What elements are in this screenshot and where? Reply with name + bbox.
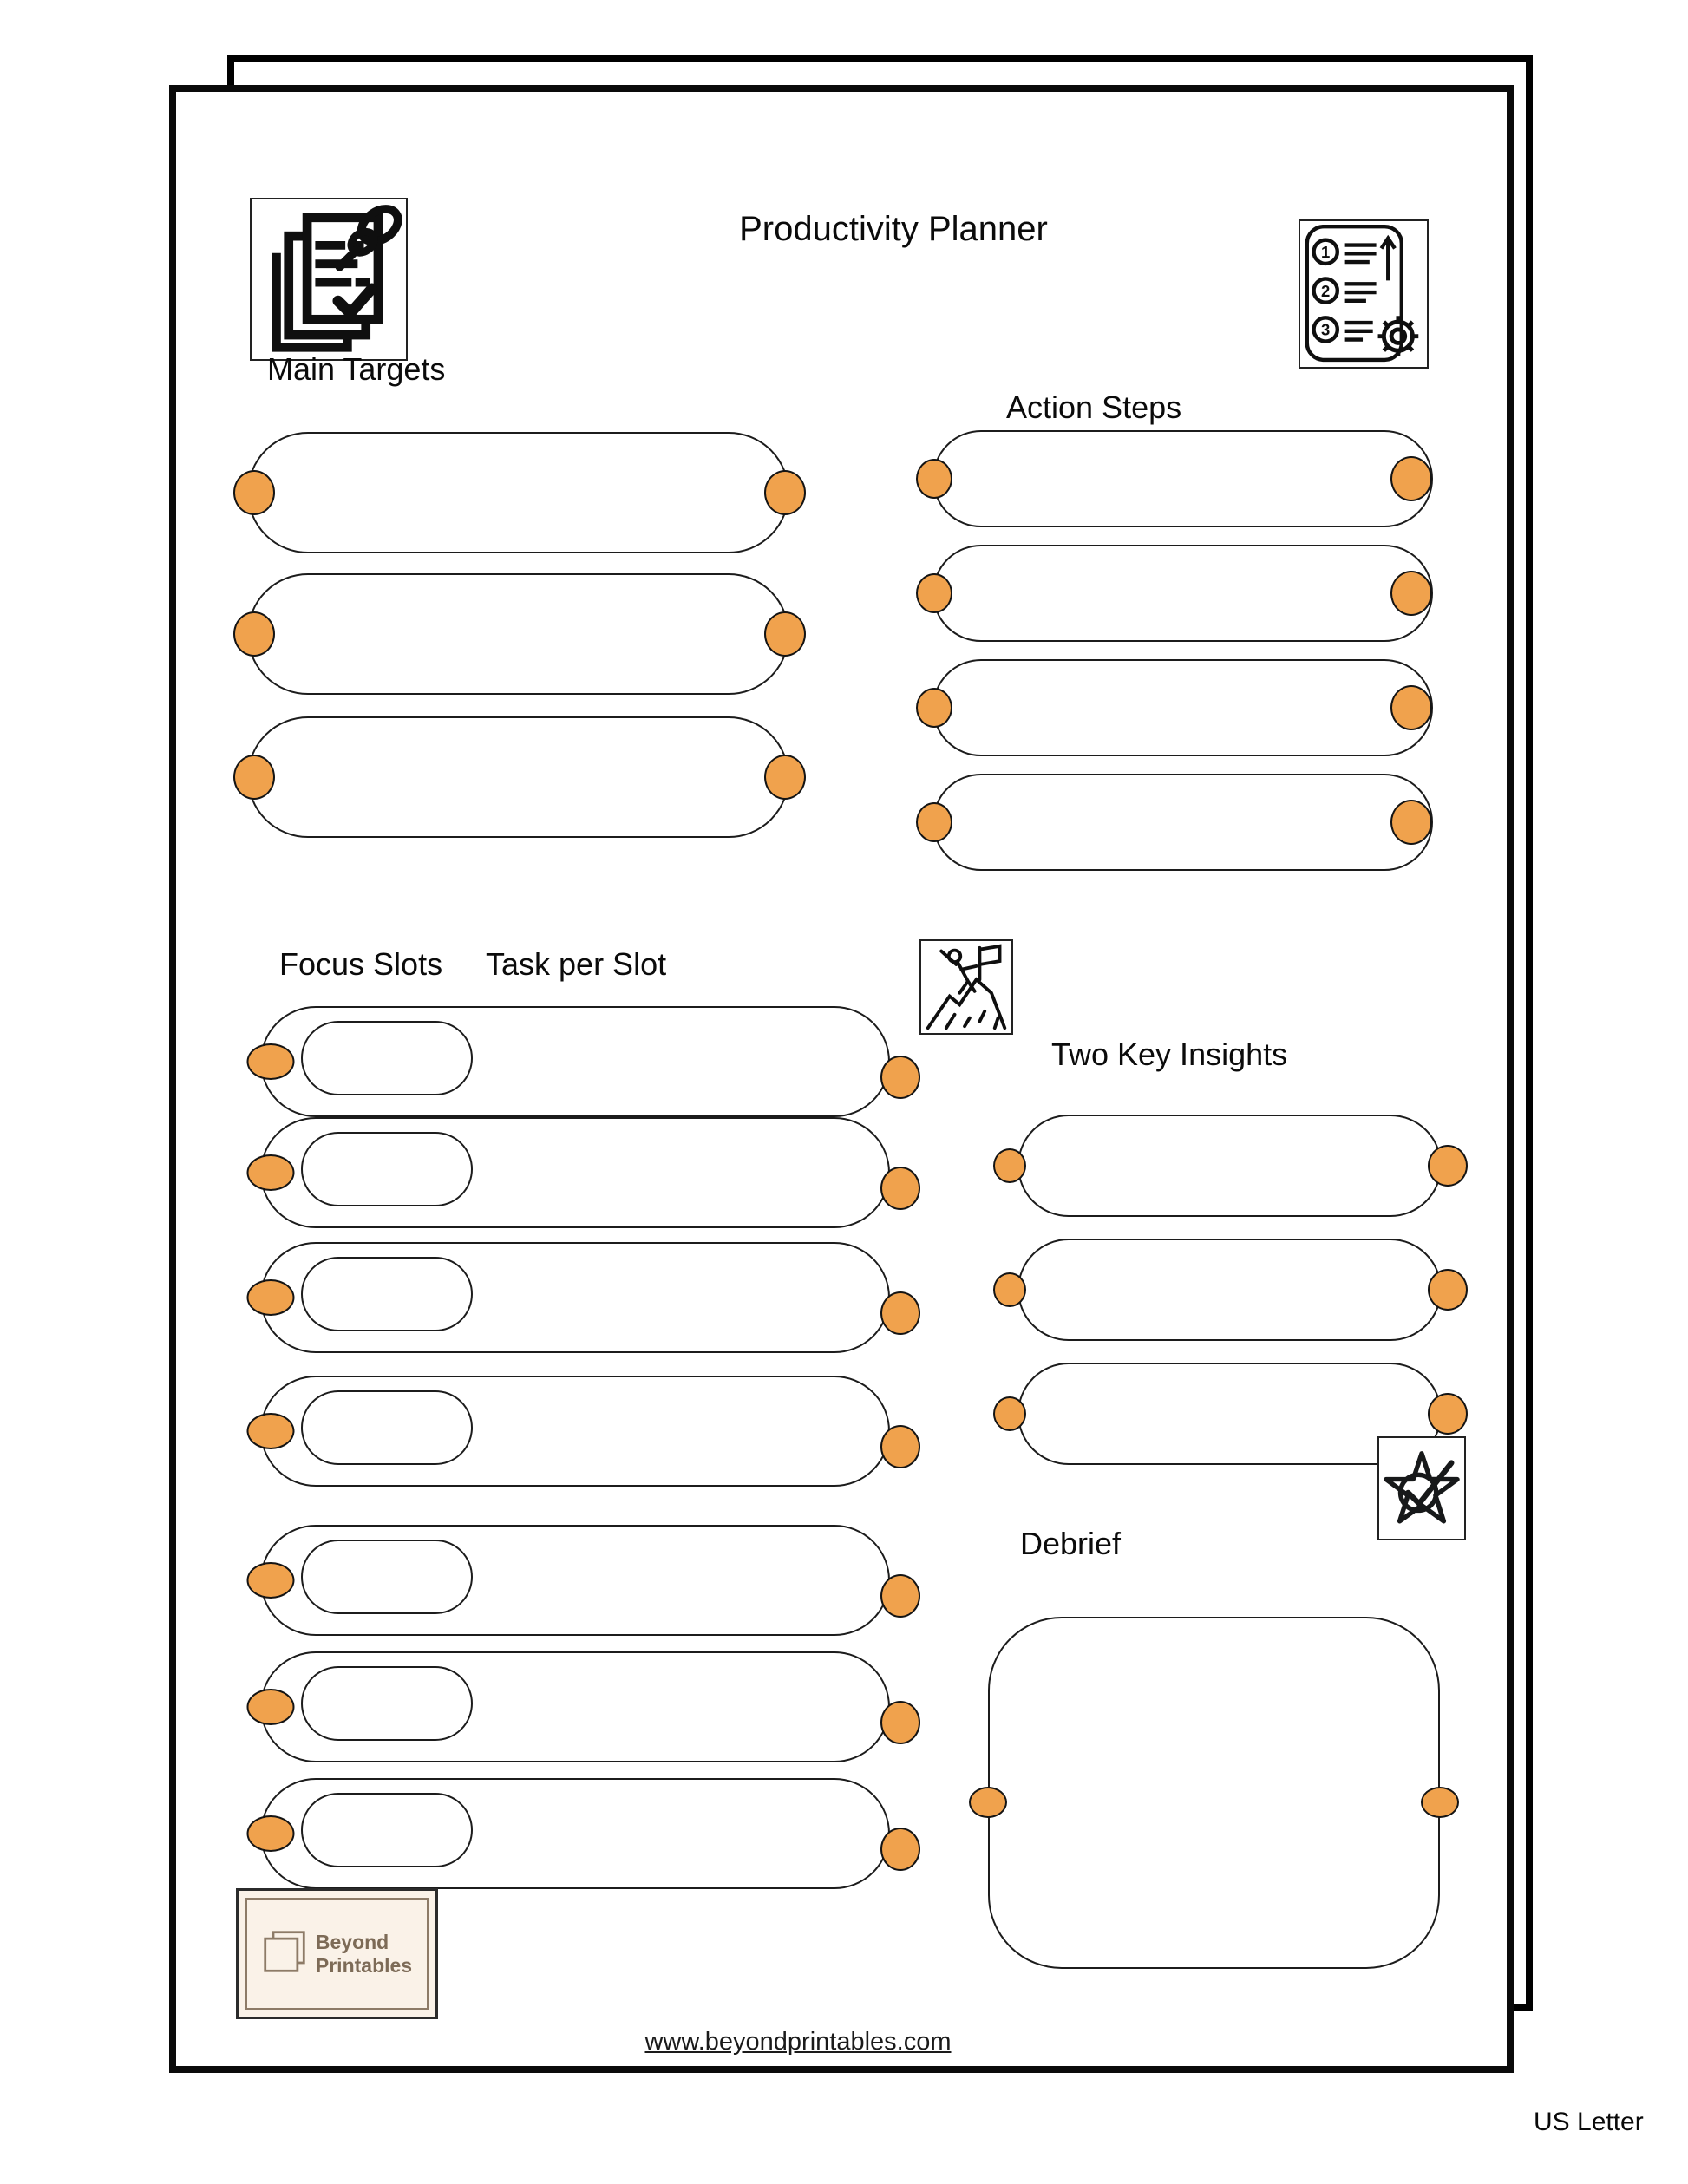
svg-text:1: 1 xyxy=(1321,243,1330,261)
connector-dot xyxy=(880,1056,920,1099)
connector-dot xyxy=(880,1701,920,1744)
slot-time-box[interactable] xyxy=(301,1132,473,1206)
connector-dot xyxy=(246,1279,295,1316)
pinned-notes-icon xyxy=(250,198,408,361)
connector-dot xyxy=(1428,1269,1468,1311)
connector-dot xyxy=(1428,1145,1468,1187)
connector-dot xyxy=(993,1148,1026,1183)
action-step-row[interactable] xyxy=(916,430,1433,527)
focus-slot-row[interactable] xyxy=(246,1117,920,1228)
main-target-field[interactable] xyxy=(247,432,789,553)
star-check-icon xyxy=(1377,1436,1466,1540)
connector-dot xyxy=(916,573,952,613)
brand-name-line1: Beyond xyxy=(315,1931,389,1954)
insight-field[interactable] xyxy=(1017,1115,1442,1217)
connector-dot xyxy=(246,1689,295,1725)
connector-dot xyxy=(1390,685,1432,730)
focus-slot-row[interactable] xyxy=(246,1651,920,1762)
paper-size-label: US Letter xyxy=(1534,2108,1644,2136)
numbered-steps-gear-icon: 1 2 3 xyxy=(1299,219,1429,369)
connector-dot xyxy=(916,459,952,499)
connector-dot xyxy=(969,1787,1007,1818)
connector-dot xyxy=(916,688,952,728)
insight-row[interactable] xyxy=(993,1115,1468,1217)
action-step-field[interactable] xyxy=(932,545,1433,642)
connector-dot xyxy=(880,1574,920,1618)
stacked-pages-icon xyxy=(262,1929,307,1978)
focus-slot-row[interactable] xyxy=(246,1778,920,1889)
action-step-field[interactable] xyxy=(932,659,1433,756)
connector-dot xyxy=(233,611,275,657)
focus-slot-row[interactable] xyxy=(246,1242,920,1353)
insight-row[interactable] xyxy=(993,1239,1468,1341)
action-steps-label: Action Steps xyxy=(1006,389,1182,425)
connector-dot xyxy=(993,1396,1026,1431)
focus-slot-row[interactable] xyxy=(246,1006,920,1117)
brand-logo: Beyond Printables xyxy=(236,1888,438,2019)
main-target-field[interactable] xyxy=(247,716,789,838)
slot-time-box[interactable] xyxy=(301,1793,473,1867)
focus-slot-row[interactable] xyxy=(246,1376,920,1487)
action-step-field[interactable] xyxy=(932,774,1433,871)
website-link[interactable]: www.beyondprintables.com xyxy=(644,2028,952,2056)
focus-slots-label: Focus Slots xyxy=(279,946,443,982)
slot-time-box[interactable] xyxy=(301,1257,473,1331)
connector-dot xyxy=(880,1828,920,1871)
action-step-row[interactable] xyxy=(916,659,1433,756)
connector-dot xyxy=(246,1154,295,1191)
debrief-label: Debrief xyxy=(1020,1526,1122,1561)
connector-dot xyxy=(1390,800,1432,845)
connector-dot xyxy=(880,1167,920,1210)
connector-dot xyxy=(246,1562,295,1599)
connector-dot xyxy=(764,755,806,800)
brand-name: Beyond Printables xyxy=(316,1931,412,1977)
connector-dot xyxy=(880,1291,920,1335)
focus-slot-row[interactable] xyxy=(246,1525,920,1636)
two-key-insights-label: Two Key Insights xyxy=(1051,1036,1288,1072)
connector-dot xyxy=(1390,571,1432,616)
insight-field[interactable] xyxy=(1017,1363,1442,1465)
svg-text:2: 2 xyxy=(1321,282,1330,300)
slot-time-box[interactable] xyxy=(301,1666,473,1741)
action-step-row[interactable] xyxy=(916,545,1433,642)
debrief-box[interactable] xyxy=(988,1617,1440,1969)
brand-name-line2: Printables xyxy=(315,1953,413,1977)
main-target-row[interactable] xyxy=(233,432,806,553)
connector-dot xyxy=(1390,456,1432,501)
brand-logo-frame: Beyond Printables xyxy=(245,1898,429,2010)
main-targets-label: Main Targets xyxy=(267,351,446,387)
action-step-field[interactable] xyxy=(932,430,1433,527)
slot-time-box[interactable] xyxy=(301,1021,473,1095)
main-target-row[interactable] xyxy=(233,716,806,838)
summit-flag-icon xyxy=(919,939,1013,1035)
slot-time-box[interactable] xyxy=(301,1540,473,1614)
connector-dot xyxy=(1421,1787,1459,1818)
connector-dot xyxy=(246,1413,295,1449)
connector-dot xyxy=(764,611,806,657)
main-target-row[interactable] xyxy=(233,573,806,695)
insight-field[interactable] xyxy=(1017,1239,1442,1341)
connector-dot xyxy=(246,1815,295,1852)
connector-dot xyxy=(993,1272,1026,1307)
main-target-field[interactable] xyxy=(247,573,789,695)
action-step-row[interactable] xyxy=(916,774,1433,871)
connector-dot xyxy=(764,470,806,515)
connector-dot xyxy=(246,1043,295,1080)
svg-text:3: 3 xyxy=(1321,321,1330,339)
insight-row[interactable] xyxy=(993,1363,1468,1465)
connector-dot xyxy=(1428,1393,1468,1435)
slot-time-box[interactable] xyxy=(301,1390,473,1465)
connector-dot xyxy=(233,470,275,515)
connector-dot xyxy=(233,755,275,800)
task-per-slot-label: Task per Slot xyxy=(486,946,667,982)
page-title: Productivity Planner xyxy=(739,210,1048,248)
connector-dot xyxy=(916,802,952,842)
connector-dot xyxy=(880,1425,920,1468)
